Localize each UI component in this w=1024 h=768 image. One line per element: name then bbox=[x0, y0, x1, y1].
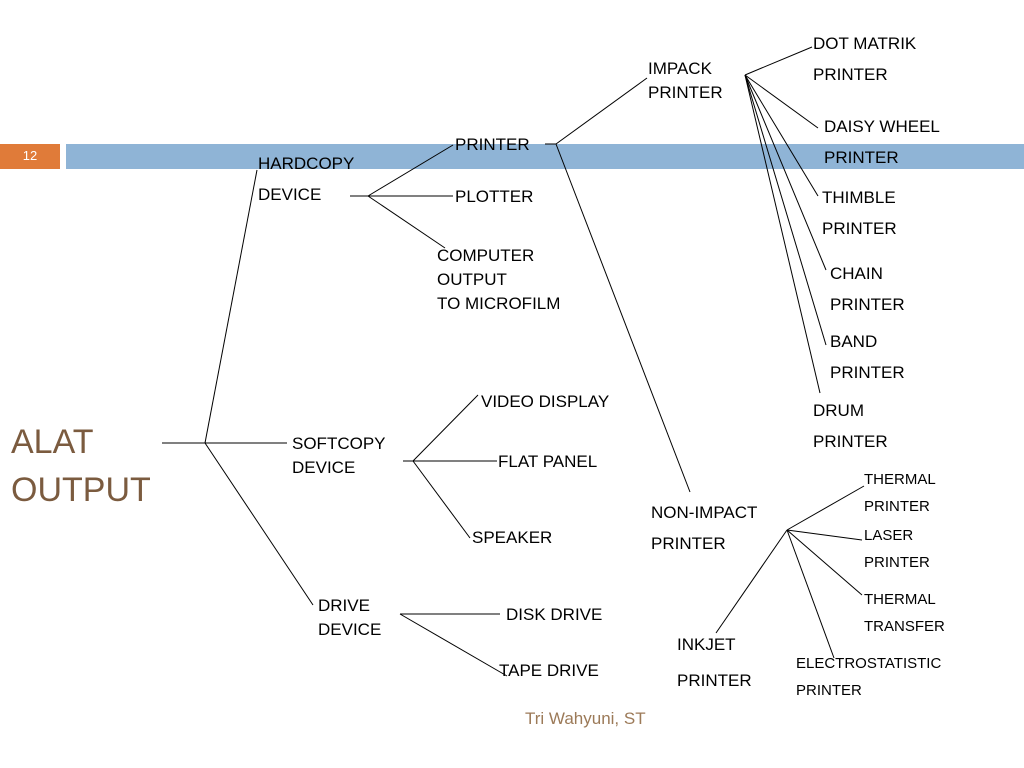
node-laser-line-2: PRINTER bbox=[864, 554, 930, 571]
node-softcopy-line-1: SOFTCOPY bbox=[292, 434, 386, 453]
node-drive-device: DRIVE DEVICE bbox=[318, 594, 381, 642]
node-hardcopy-device: HARDCOPY DEVICE bbox=[258, 148, 354, 210]
node-transfer-line-2: TRANSFER bbox=[864, 618, 945, 635]
node-speaker: SPEAKER bbox=[472, 528, 553, 547]
connector-root-hardcopy bbox=[204, 169, 258, 444]
node-softcopy-device: SOFTCOPY DEVICE bbox=[292, 432, 386, 480]
slide-number: 12 bbox=[0, 144, 60, 169]
root-node-alat-output: ALAT OUTPUT bbox=[11, 418, 151, 514]
connector-drive-tape bbox=[399, 613, 508, 677]
connector-softcopy-speaker bbox=[412, 460, 471, 539]
node-printer: PRINTER bbox=[455, 135, 530, 154]
root-line-2: OUTPUT bbox=[11, 471, 151, 509]
node-transfer-line-1: THERMAL bbox=[864, 591, 936, 608]
node-hardcopy-line-1: HARDCOPY bbox=[258, 154, 355, 173]
node-electro-line-1: ELECTROSTATISTIC bbox=[796, 655, 942, 672]
node-softcopy-line-2: DEVICE bbox=[292, 458, 356, 477]
node-non-impact-printer: NON-IMPACT PRINTER bbox=[651, 497, 757, 559]
node-inkjet-line-1: INKJET bbox=[677, 635, 736, 654]
node-nonimpact-line-2: PRINTER bbox=[651, 534, 726, 553]
node-thermal-printer: THERMAL PRINTER bbox=[864, 466, 936, 520]
node-drum-printer: DRUM PRINTER bbox=[813, 395, 888, 457]
node-thimble-printer: THIMBLE PRINTER bbox=[822, 182, 897, 244]
node-thermal-transfer: THERMAL TRANSFER bbox=[864, 586, 945, 640]
node-electro-line-2: PRINTER bbox=[796, 682, 862, 699]
node-impack-line-1: IMPACK bbox=[648, 59, 712, 78]
node-nonimpact-line-1: NON-IMPACT bbox=[651, 503, 758, 522]
connector-impact-drum bbox=[744, 74, 821, 394]
node-electrostatistic-printer: ELECTROSTATISTIC PRINTER bbox=[796, 650, 941, 704]
node-drive-line-1: DRIVE bbox=[318, 596, 370, 615]
connector-hardcopy-microfilm bbox=[367, 195, 446, 249]
node-thermal-line-2: PRINTER bbox=[864, 498, 930, 515]
node-thimble-line-1: THIMBLE bbox=[822, 188, 896, 207]
connector-nonimpact-electro bbox=[786, 529, 835, 659]
connector-printer-impact bbox=[555, 77, 648, 145]
node-dot-matrik-line-1: DOT MATRIK bbox=[813, 34, 917, 53]
node-drum-line-2: PRINTER bbox=[813, 432, 888, 451]
header-accent-bar bbox=[66, 144, 1024, 169]
node-drum-line-1: DRUM bbox=[813, 401, 864, 420]
connector-nonimpact-laser bbox=[786, 529, 863, 541]
node-dot-matrik-printer: DOT MATRIK PRINTER bbox=[813, 28, 916, 90]
node-plotter: PLOTTER bbox=[455, 187, 534, 206]
node-inkjet-printer: INKJET PRINTER bbox=[677, 627, 752, 699]
node-computer-output-microfilm: COMPUTER OUTPUT TO MICROFILM bbox=[437, 244, 560, 316]
node-microfilm-line-1: COMPUTER bbox=[437, 246, 535, 265]
node-laser-printer: LASER PRINTER bbox=[864, 522, 930, 576]
node-inkjet-line-2: PRINTER bbox=[677, 671, 752, 690]
footer-author: Tri Wahyuni, ST bbox=[525, 709, 646, 728]
node-band-printer: BAND PRINTER bbox=[830, 326, 905, 388]
node-chain-line-2: PRINTER bbox=[830, 295, 905, 314]
connector-printer-nonimpact bbox=[555, 143, 691, 493]
node-tape-drive: TAPE DRIVE bbox=[499, 661, 599, 680]
node-microfilm-line-2: OUTPUT bbox=[437, 270, 507, 289]
connector-nonimpact-transfer bbox=[786, 529, 863, 596]
node-daisy-line-2: PRINTER bbox=[824, 148, 899, 167]
node-disk-drive: DISK DRIVE bbox=[506, 605, 603, 624]
node-impack-printer: IMPACK PRINTER bbox=[648, 57, 723, 105]
node-drive-line-2: DEVICE bbox=[318, 620, 382, 639]
node-thermal-line-1: THERMAL bbox=[864, 471, 936, 488]
node-thimble-line-2: PRINTER bbox=[822, 219, 897, 238]
node-band-line-2: PRINTER bbox=[830, 363, 905, 382]
root-line-1: ALAT bbox=[11, 423, 94, 461]
node-flat-panel: FLAT PANEL bbox=[498, 452, 598, 471]
connector-impact-chain bbox=[744, 74, 827, 271]
connector-nonimpact-thermal bbox=[786, 485, 865, 531]
connector-impact-thimble bbox=[744, 74, 819, 197]
node-band-line-1: BAND bbox=[830, 332, 878, 351]
connector-impact-daisy bbox=[744, 74, 819, 129]
node-chain-line-1: CHAIN bbox=[830, 264, 883, 283]
connector-hardcopy-printer bbox=[367, 144, 454, 197]
connector-impact-band bbox=[744, 74, 827, 346]
connector-impact-dot bbox=[744, 46, 813, 76]
node-hardcopy-line-2: DEVICE bbox=[258, 185, 322, 204]
node-impack-line-2: PRINTER bbox=[648, 83, 723, 102]
connector-nonimpact-inkjet bbox=[715, 529, 788, 634]
node-video-display: VIDEO DISPLAY bbox=[481, 392, 610, 411]
node-chain-printer: CHAIN PRINTER bbox=[830, 258, 905, 320]
node-daisy-line-1: DAISY WHEEL bbox=[824, 117, 940, 136]
node-microfilm-line-3: TO MICROFILM bbox=[437, 294, 561, 313]
connector-softcopy-video bbox=[412, 394, 479, 462]
node-laser-line-1: LASER bbox=[864, 527, 914, 544]
node-daisy-wheel-printer: DAISY WHEEL PRINTER bbox=[824, 111, 940, 173]
node-dot-matrik-line-2: PRINTER bbox=[813, 65, 888, 84]
connector-root-drive bbox=[204, 442, 314, 606]
